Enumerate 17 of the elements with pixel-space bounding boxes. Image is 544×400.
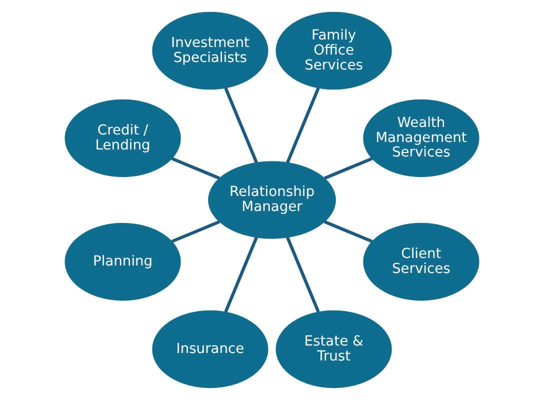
node-ellipse: Credit / Lending xyxy=(64,99,181,178)
connector xyxy=(171,220,220,243)
node-ellipse: Estate & Trust xyxy=(276,310,392,388)
connector xyxy=(171,157,220,180)
connector xyxy=(224,88,258,164)
connector xyxy=(324,220,373,243)
node-ellipse: Wealth Management Services xyxy=(363,99,480,178)
node-ellipse: Investment Specialists xyxy=(152,12,268,90)
node-ellipse: Client Services xyxy=(363,222,480,301)
node-ellipse: Insurance xyxy=(152,310,268,388)
connector xyxy=(286,236,320,312)
connector xyxy=(286,88,320,164)
connector xyxy=(324,157,373,180)
connector xyxy=(224,236,258,312)
node-ellipse: Family Office Services xyxy=(276,12,392,90)
node-ellipse: Relationship Manager xyxy=(208,161,336,239)
node-ellipse: Planning xyxy=(64,222,181,301)
